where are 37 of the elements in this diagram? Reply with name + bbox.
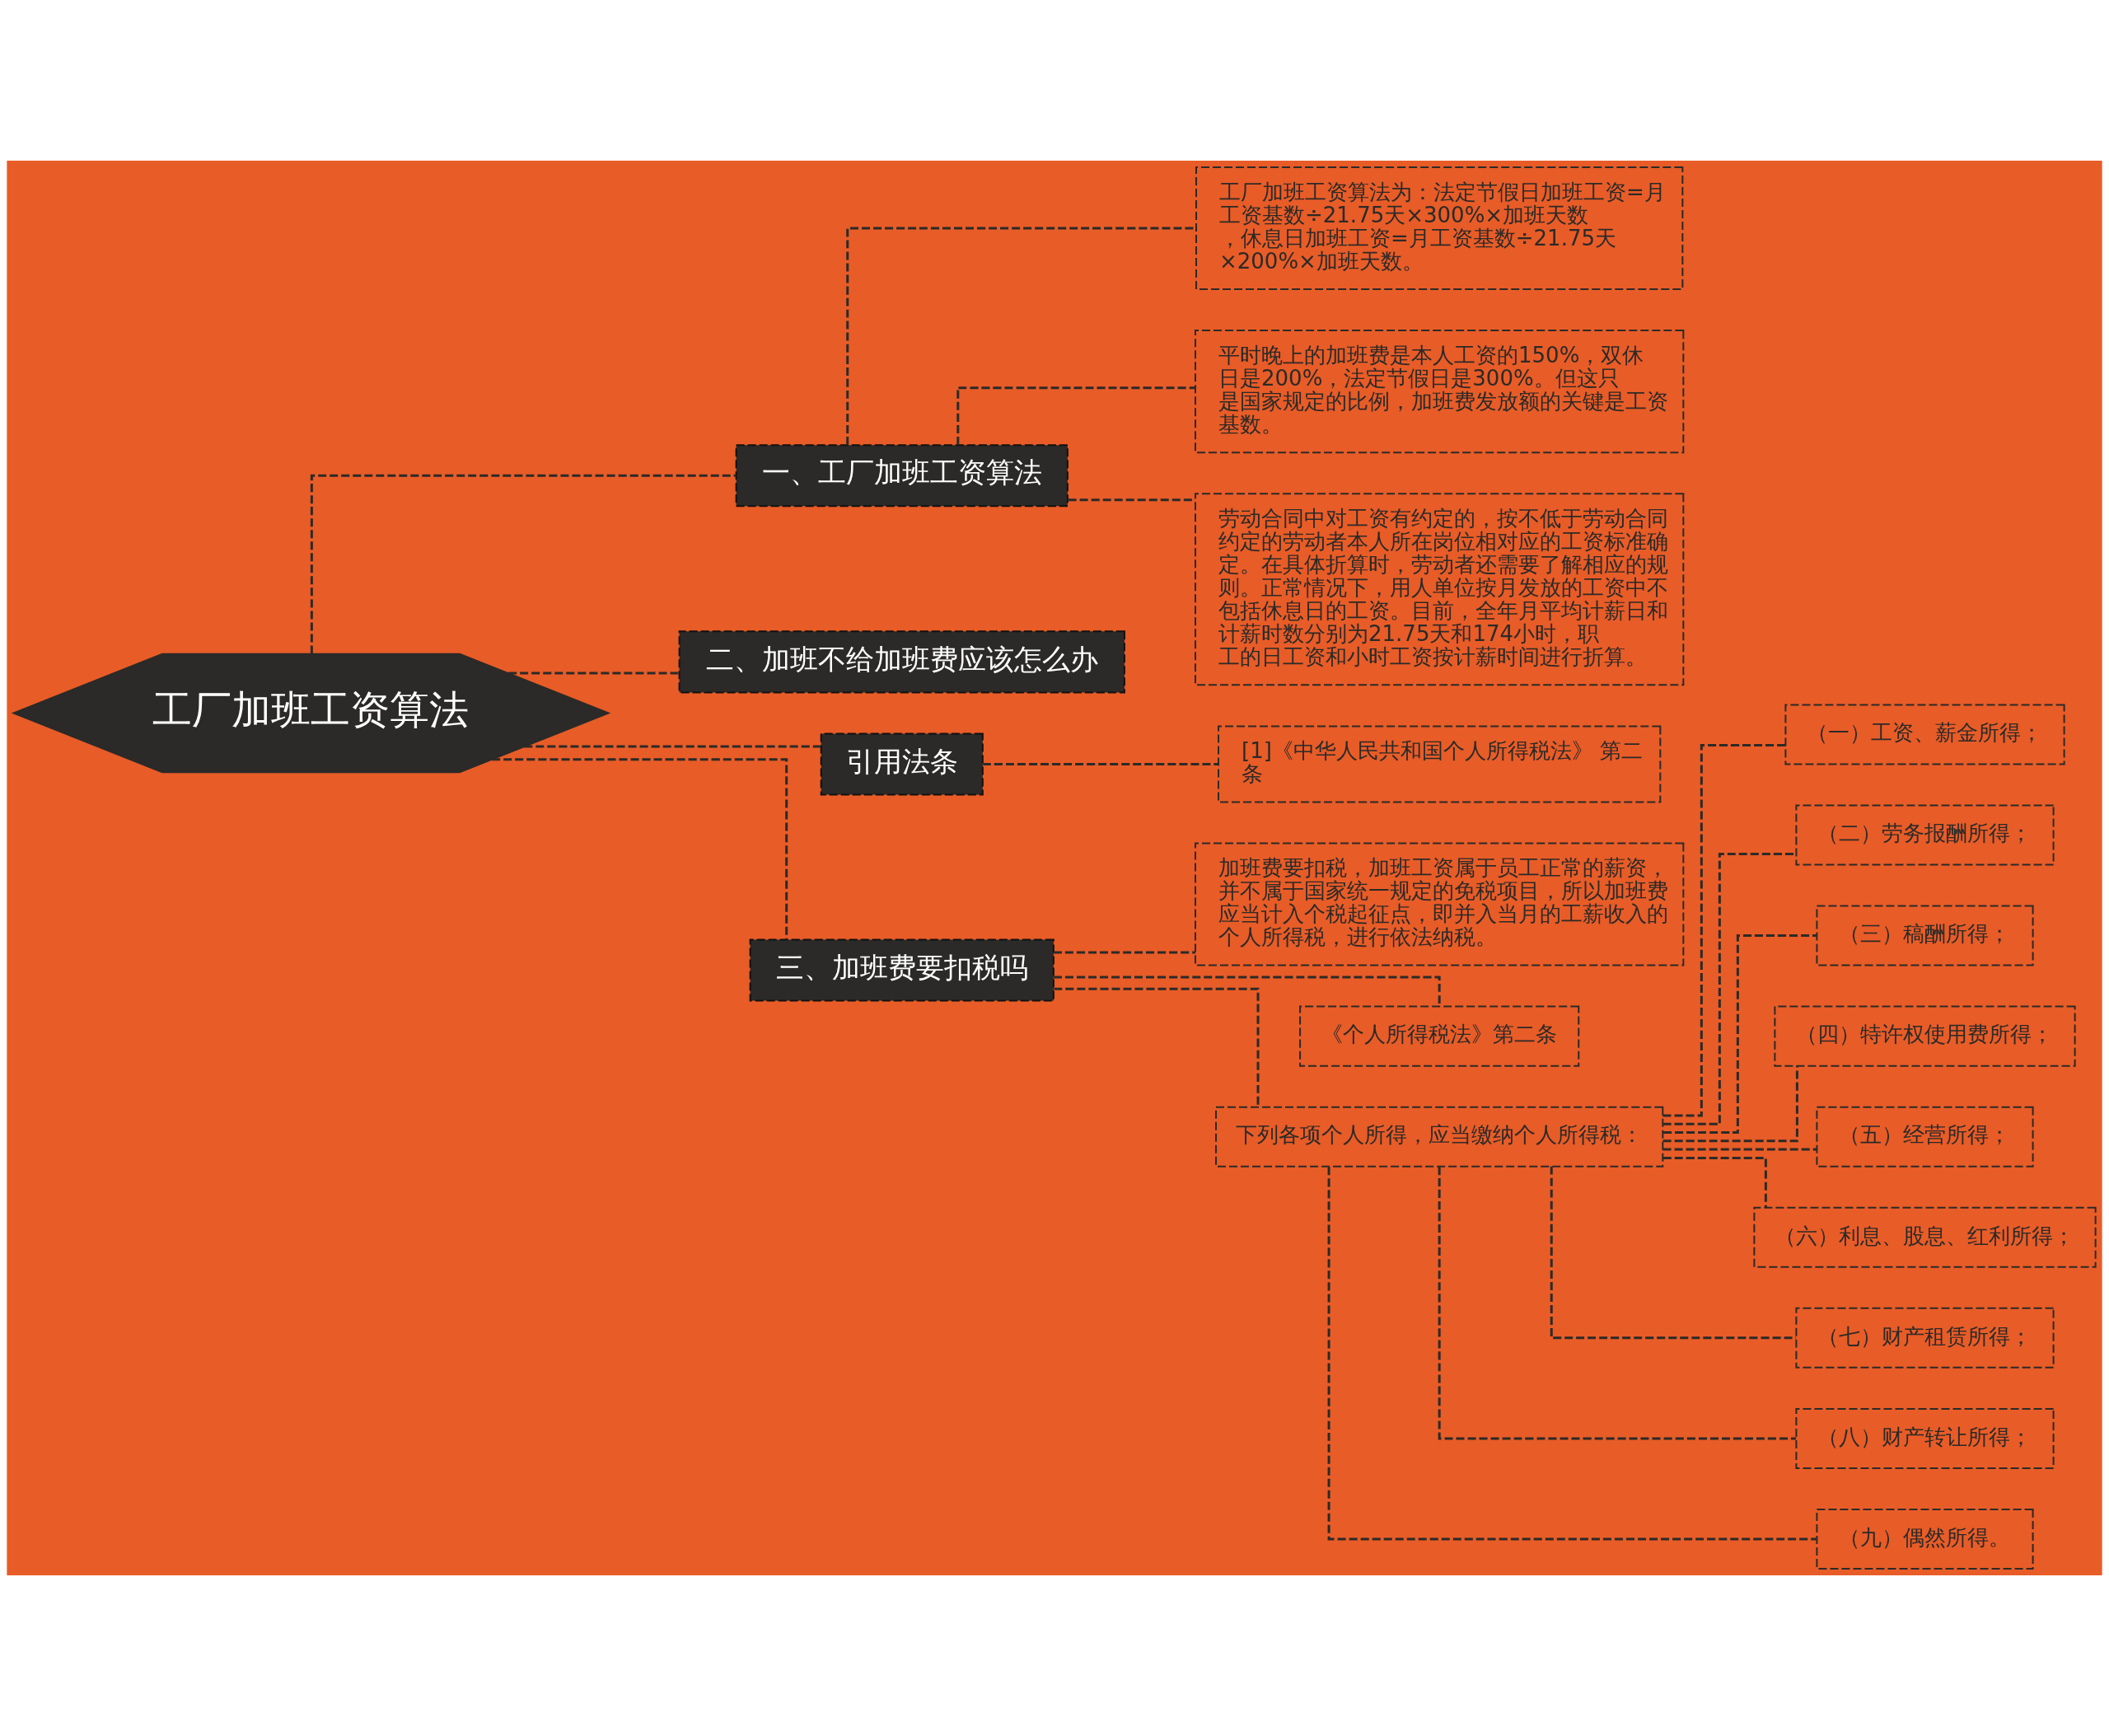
connector (1327, 1167, 1817, 1541)
node-box: （二）劳务报酬所得； (1795, 804, 2055, 866)
node-box: 《个人所得税法》第二条 (1299, 1005, 1580, 1067)
connector (983, 762, 1218, 765)
node-box: （八）财产转让所得； (1795, 1407, 2055, 1469)
connector (1550, 1166, 1796, 1340)
connector (492, 758, 788, 940)
connector (1662, 743, 1786, 1117)
node-box: （九）偶然所得。 (1816, 1508, 2034, 1570)
node-box: 引用法条 (820, 732, 984, 796)
connector (1054, 987, 1260, 1107)
node-box: （七）财产租赁所得； (1795, 1307, 2055, 1369)
connector (1662, 1156, 1767, 1208)
connector (508, 671, 680, 675)
node-box: （一）工资、薪金所得； (1784, 704, 2065, 765)
node-box: （五）经营所得； (1816, 1106, 2034, 1167)
connector (1662, 1148, 1817, 1151)
node-box: 一、工厂加班工资算法 (735, 444, 1069, 508)
node-box: （三）稿酬所得； (1816, 905, 2034, 966)
connector (310, 474, 737, 654)
node-box: 平时晚上的加班费是本人工资的150%，双休日是200%，法定节假日是300%。但这只是国家规定的比例，加班费发放额的关键是工资基数。 (1195, 330, 1685, 454)
node-box: [1]《中华人民共和国个人所得税法》 第二条 (1218, 725, 1662, 803)
node-box: 三、加班费要扣税吗 (749, 938, 1054, 1002)
node-box: 二、加班不给加班费应该怎么办 (678, 630, 1125, 694)
node-box: （六）利息、股息、红利所得； (1753, 1206, 2097, 1268)
node-box: 加班费要扣税，加班工资属于员工正常的薪资，并不属于国家统一规定的免税项目，所以加班费应当计入个税起征点，即并入当月的工薪收入的个人所得税，进行依法纳税。 (1195, 842, 1685, 966)
connector (1438, 1167, 1797, 1440)
connector (1662, 934, 1817, 1135)
connector (1662, 1065, 1798, 1143)
connector (1054, 951, 1195, 954)
node-box: 劳动合同中对工资有约定的，按不低于劳动合同约定的劳动者本人所在岗位相对应的工资标准确定。在具体折算时，劳动者还需要了解相应的规则。正常情况下，用人单位按月发放的工资中不包括休息日的工资。目前，全年月平均计薪日和计薪时数分别为21.75天和174小时，职工的日工资和小时工资按计薪时间进行折算。 (1195, 493, 1685, 686)
node-box: 下列各项个人所得，应当缴纳个人所得税： (1215, 1106, 1664, 1167)
node-box: 工厂加班工资算法为：法定节假日加班工资=月工资基数÷21.75天×300%×加班天数，休息日加班工资=月工资基数÷21.75天×200%×加班天数。 (1195, 166, 1684, 291)
node-box: （四）特许权使用费所得； (1774, 1005, 2076, 1067)
connector (524, 745, 821, 748)
connector (846, 227, 1196, 445)
connector (956, 386, 1195, 445)
